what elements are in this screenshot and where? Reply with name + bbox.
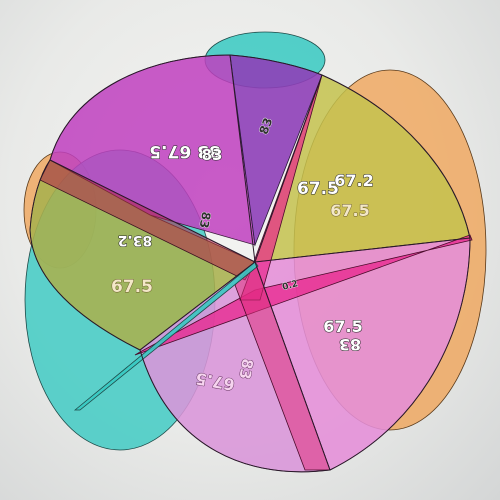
label-right-lower-a: 67.5 [323,317,362,336]
label-left-band: 83.2 [118,232,153,248]
label-center-tiny: 0.2 [281,279,299,293]
label-center-small: 83 [197,211,214,230]
label-right-upper-c: 67.5 [330,201,369,220]
cyan-disk-edge [73,261,259,411]
label-right-lower-b: 83 [339,335,361,354]
label-center-upper: 83 [202,146,223,164]
equator-line [49,159,471,263]
sphere-outline [29,54,471,473]
label-left-mid: 67.5 [111,277,153,297]
pink-plane-main [134,234,473,356]
label-right-upper-a: 67.5 [297,179,339,199]
label-lower-left: 83 [235,357,256,381]
label-right-upper-b: 67.2 [334,171,373,190]
label-top-cap: 83 [257,116,276,136]
label-left-upper: 83 67.5 [149,141,221,161]
